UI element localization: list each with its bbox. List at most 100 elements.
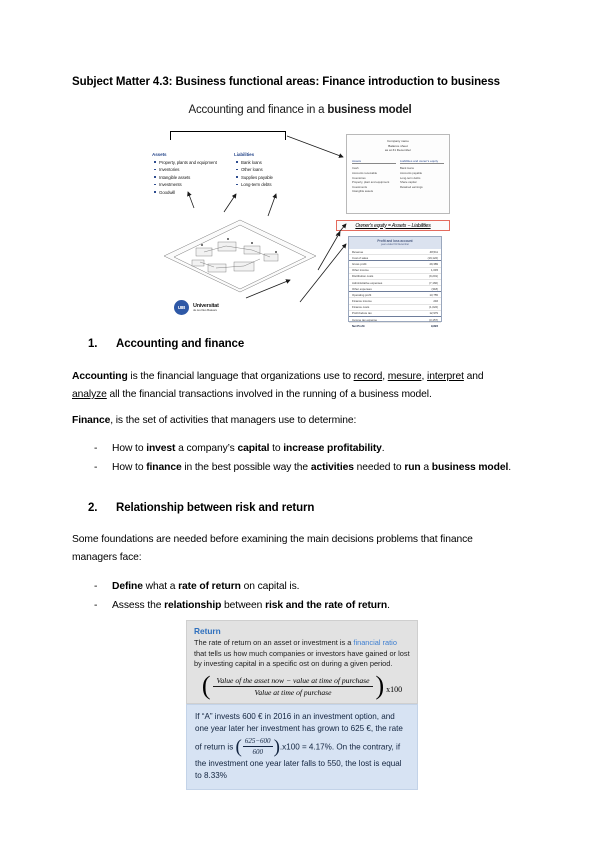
bullet-text: How to invest a company’s capital to inc… bbox=[112, 443, 385, 454]
table-row: Finance income 246 bbox=[349, 298, 441, 305]
return-box-title: Return bbox=[194, 626, 221, 636]
row-value: (1,022) bbox=[429, 305, 438, 310]
uib-logo-mark: UIB bbox=[174, 300, 189, 315]
t: to bbox=[269, 443, 284, 454]
income-statement-header: Profit and loss account year ended 31 De… bbox=[349, 237, 441, 249]
dash-marker: - bbox=[94, 462, 98, 474]
example-numerator: 625−600 bbox=[242, 736, 273, 748]
t: . bbox=[381, 443, 385, 454]
list-item: - Assess the relationship between risk a… bbox=[72, 597, 518, 615]
t: How to bbox=[112, 443, 147, 454]
table-row: Cash bbox=[352, 166, 359, 171]
uib-logo-text: Universitat de les Illes Balears bbox=[193, 303, 219, 313]
t-bold: business model bbox=[431, 462, 509, 474]
example-close-paren: ) bbox=[273, 736, 280, 758]
list-item: Goodwill bbox=[154, 189, 240, 197]
t: what a bbox=[142, 581, 179, 592]
liabilities-list: Bank loans Other loans Supplies payable … bbox=[234, 159, 310, 189]
t: a bbox=[420, 462, 432, 474]
balance-sheet-date: as at 31 December bbox=[384, 148, 412, 153]
page-title: Subject Matter 4.3: Business functional … bbox=[72, 75, 500, 88]
risk-return-intro: Some foundations are needed before exami… bbox=[72, 534, 473, 564]
row-value: (3,157) bbox=[429, 317, 438, 322]
t-bold: activities bbox=[310, 462, 354, 474]
t: needed to bbox=[353, 462, 405, 474]
t: . bbox=[387, 600, 390, 612]
t-bold: increase profitability bbox=[283, 443, 382, 454]
t-bold: finance bbox=[146, 462, 182, 474]
risk-return-bullet-list: - Define what a rate of return on capita… bbox=[72, 578, 518, 616]
t: between bbox=[221, 600, 266, 612]
t-bold: relationship bbox=[164, 600, 222, 612]
accounting-verb-analyze: analyze bbox=[72, 389, 107, 401]
row-label: Revenue bbox=[352, 249, 364, 254]
accounting-verb-record: record bbox=[353, 371, 383, 382]
t-bold: risk and the rate of return bbox=[265, 600, 388, 612]
section-2-title: Relationship between risk and return bbox=[116, 502, 315, 514]
balance-sheet-title: Company name Balance sheet as at 31 Dece… bbox=[352, 139, 444, 153]
isometric-business-model-illustration bbox=[156, 212, 324, 302]
uib-logo-subtitle: de les Illes Balears bbox=[193, 307, 217, 312]
balance-sheet-left-header: Assets bbox=[352, 159, 396, 165]
row-value: 1,045 bbox=[431, 268, 438, 273]
table-row: Share capital bbox=[400, 180, 417, 185]
table-row: Other expenses(318) bbox=[349, 286, 441, 293]
table-row: Cost of sales (19,122) bbox=[349, 255, 441, 262]
accounting-verb-interpret: interpret bbox=[427, 371, 464, 382]
uib-logo-name: Universitat bbox=[193, 302, 219, 309]
table-row: Income tax expense(3,157) bbox=[349, 317, 441, 324]
balance-sheet-columns: Assets Cash Accounts receivable Inventor… bbox=[352, 159, 444, 194]
assets-column: Assets Property, plants and equipment In… bbox=[152, 152, 240, 196]
t-bold: rate of return bbox=[178, 581, 241, 592]
bullet-text: Define what a rate of return on capital … bbox=[112, 581, 300, 592]
list-item: Long-term debts bbox=[236, 181, 310, 189]
table-row: Administrative expenses (7,160) bbox=[349, 280, 441, 287]
t: in the best possible way the bbox=[181, 462, 311, 474]
bracket-connector bbox=[170, 131, 286, 140]
dash-marker: - bbox=[94, 443, 98, 454]
t-bold: run bbox=[404, 462, 421, 474]
row-value: (7,160) bbox=[429, 280, 438, 285]
accounting-term: Accounting bbox=[72, 371, 128, 382]
table-row: Finance costs(1,022) bbox=[349, 305, 441, 311]
income-statement-subtitle: year ended 31 December bbox=[380, 243, 410, 247]
section-heading-1: 1.Accounting and finance bbox=[88, 338, 244, 350]
list-item: - Define what a rate of return on capita… bbox=[72, 578, 518, 596]
fraction-denominator: Value at time of purchase bbox=[254, 687, 332, 697]
return-box-text: The rate of return on an asset or invest… bbox=[194, 638, 410, 670]
row-value: (19,122) bbox=[427, 255, 438, 260]
table-row: Accounts receivable bbox=[352, 171, 378, 176]
table-row: Accounts payable bbox=[400, 171, 423, 176]
row-value: 246 bbox=[433, 299, 438, 304]
income-statement-card: Profit and loss account year ended 31 De… bbox=[348, 236, 442, 328]
list-item: Intangible assets bbox=[154, 174, 240, 182]
finance-intro-text: , is the set of activities that managers… bbox=[110, 415, 357, 426]
table-row: Retained earnings bbox=[400, 184, 423, 189]
row-label: Operating profit bbox=[352, 292, 372, 297]
open-paren: ( bbox=[201, 670, 211, 700]
list-item: - How to finance in the best possible wa… bbox=[72, 459, 518, 477]
row-label: Gross profit bbox=[352, 261, 367, 266]
row-label: Cost of sales bbox=[352, 255, 369, 260]
figure-arrows bbox=[150, 120, 450, 322]
table-row: Distribution costs(9,201) bbox=[349, 274, 441, 280]
balance-sheet-card: Company name Balance sheet as at 31 Dece… bbox=[346, 134, 450, 214]
row-label: Finance income bbox=[352, 299, 372, 304]
sep: , bbox=[421, 371, 428, 382]
row-label: Profit before tax bbox=[352, 311, 372, 316]
return-text-part-1: The rate of return on an asset or invest… bbox=[194, 638, 354, 647]
balance-sheet-right-column: Liabilities and owner's equity Bank loan… bbox=[400, 159, 444, 194]
assets-heading: Assets bbox=[152, 152, 167, 157]
section-1-number: 1. bbox=[88, 338, 98, 350]
example-denominator: 600 bbox=[252, 748, 263, 757]
t: on capital is. bbox=[240, 581, 300, 592]
return-formula: ( Value of the asset now − value at time… bbox=[194, 670, 410, 700]
row-label: Administrative expenses bbox=[352, 280, 383, 285]
liabilities-heading: Liabilities bbox=[234, 152, 255, 157]
